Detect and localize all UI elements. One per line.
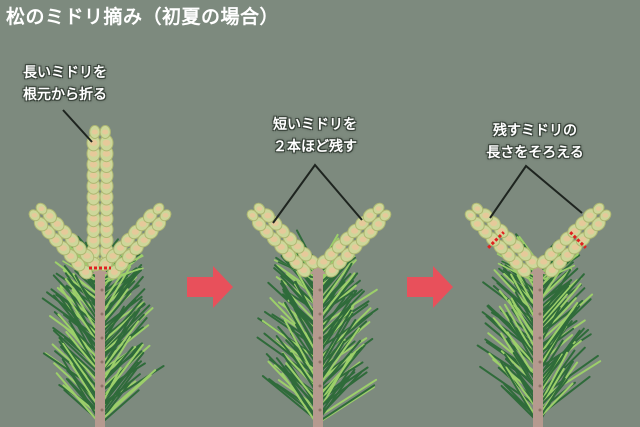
pine-candle-shoot bbox=[98, 202, 172, 280]
pine-candle-shoot bbox=[464, 202, 540, 278]
arrow-icon bbox=[407, 266, 453, 308]
step-1-line-1: 長いミドリを bbox=[23, 65, 107, 81]
pine-tree-after-pinching bbox=[246, 202, 392, 427]
pine-candle-shoot bbox=[536, 202, 612, 278]
pine-trunk bbox=[530, 264, 546, 427]
step-1-label: 長いミドリを 根元から折る bbox=[6, 62, 124, 106]
pine-candle-shoot bbox=[28, 202, 102, 280]
pine-tree-before bbox=[28, 125, 172, 427]
cut-marks bbox=[487, 231, 587, 249]
cut-mark bbox=[569, 231, 587, 249]
step-2-line-2: ２本ほど残す bbox=[273, 139, 357, 155]
pine-tree-trimmed bbox=[464, 202, 612, 427]
step-1-line-2: 根元から折る bbox=[23, 87, 107, 103]
pine-candle-shoot bbox=[246, 202, 320, 278]
step-2-line-1: 短いミドリを bbox=[273, 117, 357, 133]
pine-candle-shoot bbox=[86, 125, 114, 271]
step-3-line-1: 残すミドリの bbox=[493, 123, 577, 139]
needle-cluster bbox=[476, 233, 602, 423]
callout-lines bbox=[62, 109, 583, 224]
step-3-label: 残すミドリの 長さをそろえる bbox=[470, 120, 600, 164]
arrow-icon bbox=[187, 266, 233, 308]
page-title: 松のミドリ摘み（初夏の場合） bbox=[6, 6, 280, 28]
pine-candle-shoot bbox=[316, 202, 392, 278]
step-2-label: 短いミドリを ２本ほど残す bbox=[255, 114, 375, 158]
cut-mark bbox=[487, 231, 505, 249]
pine-trunk bbox=[310, 264, 326, 427]
step-3-line-2: 長さをそろえる bbox=[486, 145, 584, 161]
